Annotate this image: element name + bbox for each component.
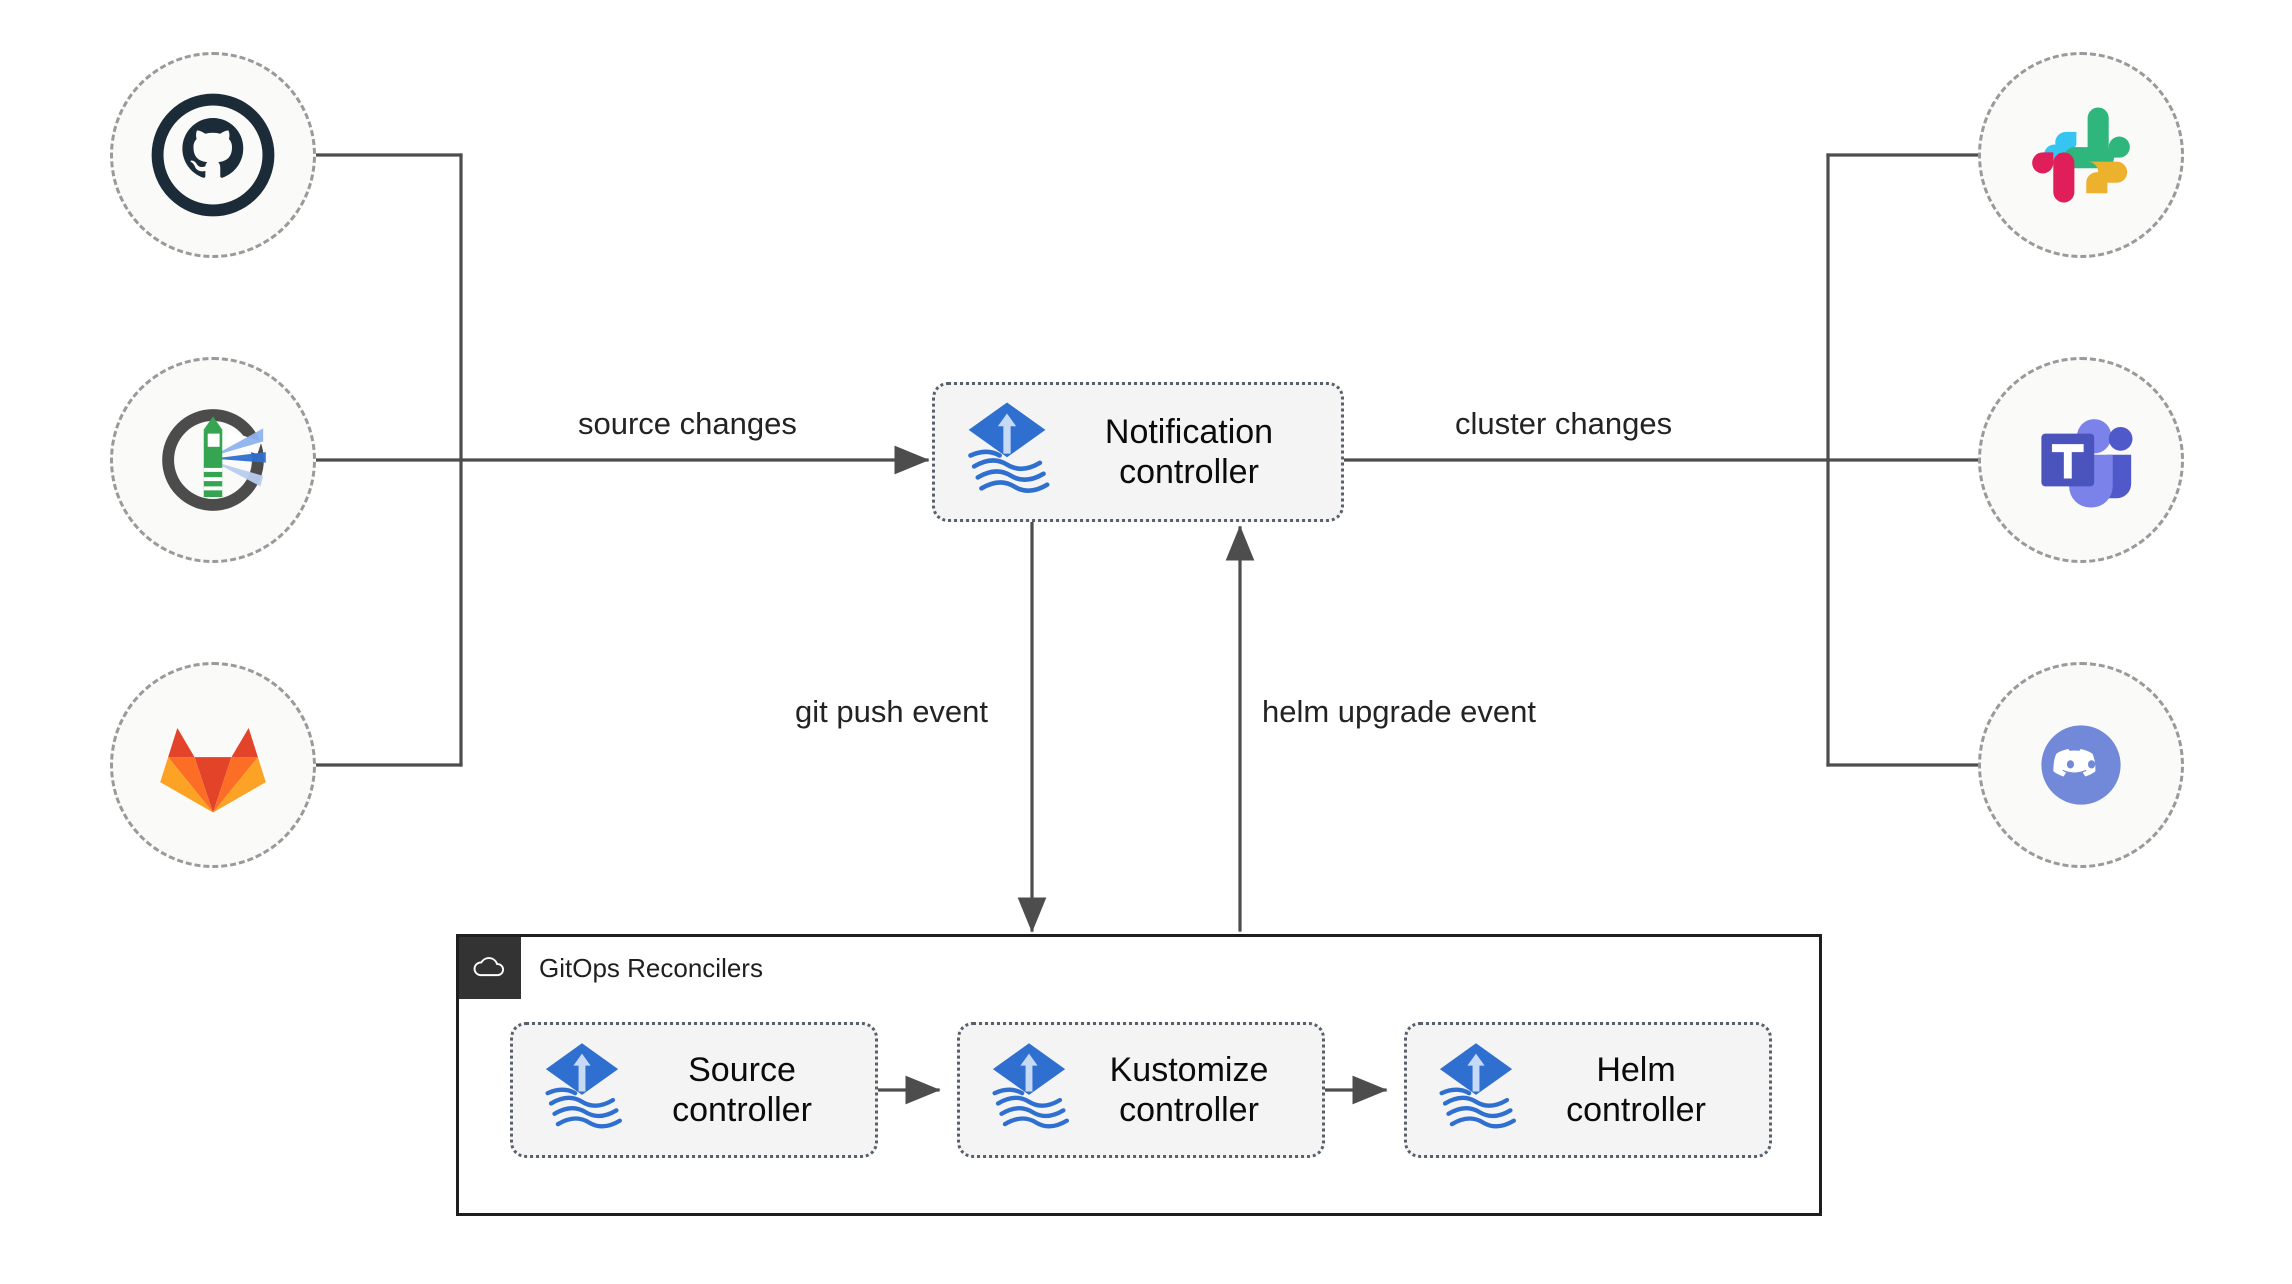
target-node-discord[interactable]: [1978, 662, 2184, 868]
discord-icon: [2015, 699, 2147, 831]
target-node-teams[interactable]: [1978, 357, 2184, 563]
flux-controller-icon: [961, 397, 1053, 508]
kustomize-controller-box[interactable]: Kustomize controller: [957, 1022, 1325, 1158]
slack-icon: [2015, 89, 2147, 221]
notification-controller-label: Notification controller: [1104, 412, 1274, 491]
helm-controller-label: Helm controller: [1566, 1050, 1706, 1129]
source-node-gitlab[interactable]: [110, 662, 316, 868]
source-node-github[interactable]: [110, 52, 316, 258]
kustomize-controller-label: Kustomize controller: [1109, 1050, 1269, 1129]
target-node-slack[interactable]: [1978, 52, 2184, 258]
source-node-flux[interactable]: [110, 357, 316, 563]
helm-controller-box[interactable]: Helm controller: [1404, 1022, 1772, 1158]
gitlab-icon: [147, 699, 279, 831]
flux-controller-icon: [1433, 1038, 1519, 1143]
flux-lighthouse-icon: [147, 394, 279, 526]
gitops-container-title: GitOps Reconcilers: [539, 953, 763, 983]
edge-label-cluster-changes: cluster changes: [1455, 406, 1673, 441]
source-controller-label: Source controller: [672, 1050, 812, 1129]
source-controller-box[interactable]: Source controller: [510, 1022, 878, 1158]
cloud-icon: [459, 937, 521, 999]
edge-label-helm-upgrade-event: helm upgrade event: [1262, 694, 1537, 729]
edge-label-git-push-event: git push event: [795, 694, 989, 729]
github-icon: [147, 89, 279, 221]
ms-teams-icon: [2015, 394, 2147, 526]
flux-controller-icon: [539, 1038, 625, 1143]
notification-controller-box[interactable]: Notification controller: [932, 382, 1344, 522]
flux-controller-icon: [986, 1038, 1072, 1143]
gitops-reconcilers-container: GitOps Reconcilers: [456, 934, 1822, 1216]
edge-label-source-changes: source changes: [578, 406, 797, 441]
